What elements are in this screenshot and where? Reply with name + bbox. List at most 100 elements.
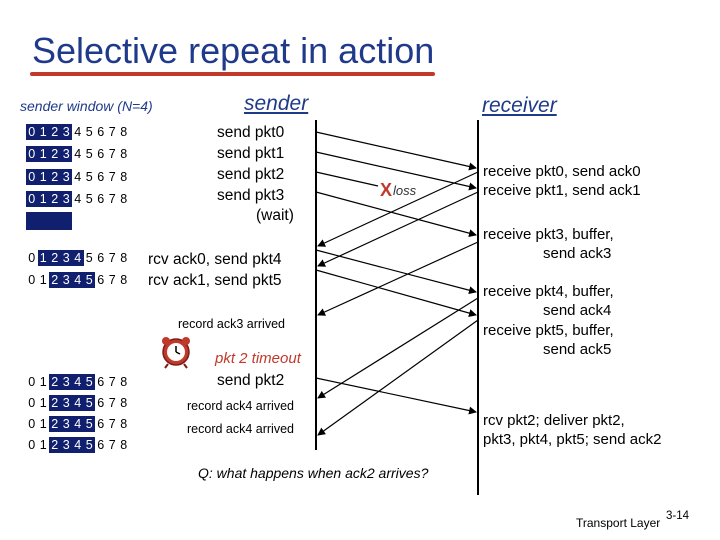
pkt1-arrow <box>315 151 477 191</box>
window-seq-number: 4 <box>74 147 82 161</box>
window-seq-number: 7 <box>108 192 116 206</box>
window-seq-number: 2 <box>49 169 61 185</box>
receiver-event-5a: receive pkt5, buffer, <box>483 322 614 339</box>
resend-pkt2-label: send pkt2 <box>217 372 285 389</box>
window-seq-number: 3 <box>60 250 72 266</box>
question-text: Q: what happens when ack2 arrives? <box>198 465 429 481</box>
window-seq-number: 0 <box>26 191 38 207</box>
window-seq-number: 8 <box>120 147 128 161</box>
slide-title: Selective repeat in action <box>32 30 435 71</box>
window-seq-number: 1 <box>39 396 47 410</box>
ack1-arrow <box>317 191 479 267</box>
window-seq-number: 7 <box>108 251 116 265</box>
window-seq-number: 6 <box>97 125 105 139</box>
window-seq-number: 5 <box>85 147 93 161</box>
window-seq-number: 3 <box>60 124 72 140</box>
pkt5-arrow <box>315 269 477 317</box>
window-seq-number: 4 <box>72 437 84 453</box>
window-seq-number: 3 <box>60 169 72 185</box>
window-seq-number: 8 <box>120 192 128 206</box>
window-seq-number: 5 <box>83 437 95 453</box>
receiver-event-1: receive pkt0, send ack0 <box>483 163 641 180</box>
window-seq-number: 0 <box>28 273 36 287</box>
window-seq-number: 4 <box>72 250 84 266</box>
window-seq-number: 0 <box>28 375 36 389</box>
window-seq-number: 8 <box>120 396 128 410</box>
alarm-clock-icon <box>162 337 190 369</box>
window-seq-number: 1 <box>37 169 49 185</box>
window-seq-number: 5 <box>85 251 93 265</box>
window-seq-number: 2 <box>49 437 61 453</box>
send-pkt0-label: send pkt0 <box>217 124 285 141</box>
window-seq-number: 0 <box>26 124 38 140</box>
window-seq-number: 4 <box>72 395 84 411</box>
window-seq-number: 8 <box>120 170 128 184</box>
window-seq-number: 4 <box>72 416 84 432</box>
sender-window-label: sender window (N=4) <box>20 98 153 114</box>
window-seq-number: 3 <box>60 146 72 162</box>
loss-x-icon: X <box>380 180 393 200</box>
ack5-arrow <box>317 319 479 436</box>
title-underline <box>30 72 435 76</box>
window-seq-number: 4 <box>72 272 84 288</box>
receiver-event-2: receive pkt1, send ack1 <box>483 182 641 199</box>
sender-heading: sender <box>244 92 309 115</box>
window-seq-number: 5 <box>85 192 93 206</box>
window-seq-number: 7 <box>108 170 116 184</box>
window-seq-number: 3 <box>60 395 72 411</box>
window-seq-number: 8 <box>120 251 128 265</box>
loss-label: loss <box>393 183 417 198</box>
window-seq-number: 1 <box>37 191 49 207</box>
window-seq-number: 4 <box>74 125 82 139</box>
window-seq-number: 5 <box>83 272 95 288</box>
window-seq-number: 6 <box>97 396 105 410</box>
window-seq-number: 7 <box>108 125 116 139</box>
slide-number: 3-14 <box>666 510 690 522</box>
window-seq-number: 7 <box>108 273 116 287</box>
window-seq-number: 0 <box>26 146 38 162</box>
window-seq-number: 1 <box>39 438 47 452</box>
window-seq-number: 2 <box>49 272 61 288</box>
window-seq-number: 8 <box>120 273 128 287</box>
window-seq-number: 1 <box>39 417 47 431</box>
window-seq-number: 0 <box>26 169 38 185</box>
window-seq-number: 7 <box>108 396 116 410</box>
window-seq-number: 6 <box>97 417 105 431</box>
window-seq-number: 0 <box>28 417 36 431</box>
receiver-event-6b: pkt3, pkt4, pkt5; send ack2 <box>483 431 662 448</box>
window-seq-number: 8 <box>120 125 128 139</box>
window-seq-number: 2 <box>49 416 61 432</box>
window-seq-number: 6 <box>97 251 105 265</box>
ack0-arrow <box>317 171 479 247</box>
pkt2-resend-arrow <box>315 377 477 415</box>
window-seq-number: 5 <box>83 395 95 411</box>
window-seq-number: 6 <box>97 192 105 206</box>
window-seq-number: 2 <box>49 395 61 411</box>
window-seq-number: 2 <box>49 374 61 390</box>
window-seq-number: 4 <box>74 170 82 184</box>
window-seq-number: 5 <box>85 170 93 184</box>
window-seq-number: 1 <box>37 146 49 162</box>
window-seq-number: 3 <box>60 191 72 207</box>
rcv-ack0-label: rcv ack0, send pkt4 <box>148 251 282 268</box>
window-seq-number: 5 <box>83 374 95 390</box>
window-seq-number: 8 <box>120 417 128 431</box>
send-pkt1-label: send pkt1 <box>217 145 285 162</box>
receiver-event-3a: receive pkt3, buffer, <box>483 226 614 243</box>
record-ack3-label: record ack3 arrived <box>178 317 285 331</box>
receiver-event-6a: rcv pkt2; deliver pkt2, <box>483 412 625 429</box>
window-seq-number: 2 <box>49 191 61 207</box>
ack3-arrow <box>317 241 479 316</box>
window-seq-number: 7 <box>108 375 116 389</box>
receiver-event-4b: send ack4 <box>543 302 612 319</box>
window-seq-number: 7 <box>108 417 116 431</box>
window-seq-number: 1 <box>37 250 49 266</box>
